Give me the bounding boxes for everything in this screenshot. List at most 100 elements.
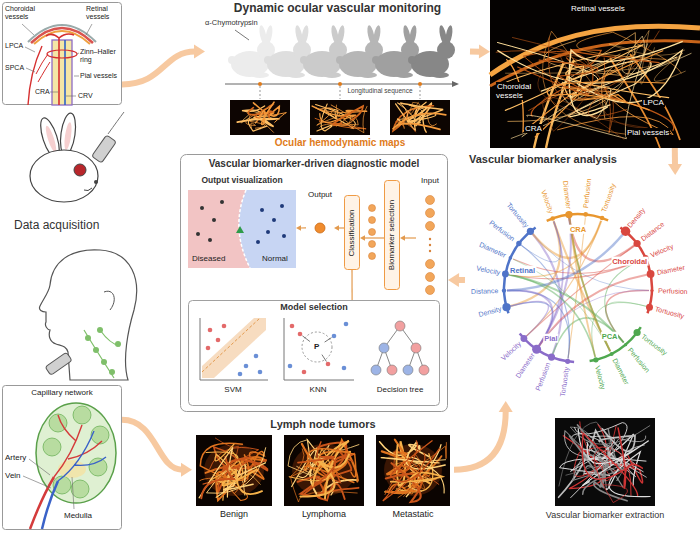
- art-shape: [73, 406, 91, 424]
- art-shape: [3, 3, 122, 105]
- node-label: Diseased: [192, 254, 225, 263]
- node-title: Decision tree: [377, 385, 424, 394]
- art-shape: [43, 438, 61, 456]
- node-label: Lymphoma: [302, 509, 346, 519]
- art-shape: [284, 318, 354, 380]
- art-shape: [411, 343, 421, 353]
- node-title: SVM: [224, 385, 241, 394]
- art-shape: [200, 206, 204, 210]
- metric-label: Tortuosity: [559, 367, 570, 398]
- text-slot: Output visualization: [188, 176, 296, 186]
- art-shape: [258, 82, 262, 86]
- node-title: Dynamic ocular vascular monitoring: [234, 1, 441, 15]
- art-shape: [222, 324, 227, 329]
- text-slot: Data acquisition: [14, 219, 99, 233]
- text-slot: Tortuosity: [600, 183, 617, 214]
- art-shape: [490, 0, 700, 148]
- node-title: Input: [421, 176, 439, 185]
- art-shape: [369, 241, 376, 248]
- art-shape: [284, 435, 364, 506]
- art-shape: [426, 273, 435, 282]
- art-shape: [419, 365, 429, 375]
- art-shape: [429, 238, 431, 240]
- human-head-illustration: [39, 250, 136, 380]
- text-slot: Capillary network: [2, 388, 122, 397]
- art-shape: [418, 82, 422, 86]
- art-shape: [527, 228, 534, 235]
- art-shape: [200, 318, 268, 380]
- node-title: Vascular biomarker extraction: [546, 510, 664, 520]
- art-shape: [397, 103, 414, 121]
- art-shape: [325, 338, 332, 343]
- art-shape: [94, 180, 98, 184]
- text-slot: Pial vessels: [626, 128, 670, 137]
- art-shape: [206, 346, 211, 351]
- arrow-head: [668, 164, 682, 175]
- text-slot: Retinal vessels: [86, 5, 120, 21]
- art-shape: [302, 332, 332, 362]
- input-layer-art: [416, 176, 444, 300]
- art-shape: [44, 125, 58, 153]
- text-slot: PCA: [601, 332, 619, 341]
- metric-label: Tortuosity: [600, 183, 616, 214]
- connector-path: [122, 52, 195, 85]
- art-shape: [332, 334, 337, 339]
- art-shape: [236, 226, 244, 233]
- art-shape: [302, 336, 310, 342]
- art-shape: [395, 72, 413, 78]
- arrow-head: [499, 401, 513, 412]
- art-shape: [108, 112, 124, 134]
- flow-arrow: [454, 401, 513, 470]
- art-shape: [569, 42, 682, 116]
- metric-label: Diameter: [656, 263, 685, 275]
- art-shape: [71, 480, 89, 498]
- node-label: SPCA: [5, 64, 24, 71]
- art-shape: [376, 435, 450, 506]
- art-shape: [300, 56, 308, 64]
- text-slot: Diameter: [611, 357, 631, 386]
- metric-label: Density: [626, 206, 646, 228]
- text-slot: Pial vessels: [80, 72, 120, 80]
- output-node: Output: [306, 190, 334, 238]
- art-shape: [393, 113, 446, 129]
- metric-label: Perfusion: [627, 347, 651, 374]
- node-title: Choroidal vessels: [5, 5, 35, 20]
- art-shape: [569, 218, 595, 357]
- connector-path: [458, 277, 465, 283]
- art-shape: [3, 386, 122, 530]
- art-shape: [521, 335, 528, 342]
- art-shape: [310, 100, 370, 135]
- text-slot: Vascular biomarker analysis: [469, 153, 617, 166]
- art-shape: [565, 359, 570, 364]
- art-shape: [202, 318, 266, 378]
- node-label: Retinal vessels: [86, 5, 109, 20]
- art-shape: [547, 82, 665, 110]
- group-label: Pial: [543, 334, 558, 343]
- art-shape: [220, 200, 224, 204]
- metric-label: Perfusion: [535, 361, 552, 391]
- art-shape: [308, 449, 356, 477]
- text-slot: Lymph node tumors: [192, 418, 454, 431]
- art-shape: [502, 271, 509, 278]
- art-shape: [237, 119, 273, 126]
- art-shape: [23, 459, 74, 509]
- text-slot: Diseased: [192, 254, 225, 263]
- metric-label: Velocity: [540, 189, 555, 214]
- art-shape: [583, 441, 649, 486]
- chord-diagram-art: [465, 175, 691, 401]
- metric-label: Perfusion: [658, 287, 688, 295]
- art-shape: [260, 86, 261, 99]
- art-shape: [593, 357, 598, 362]
- art-shape: [444, 25, 453, 46]
- connector-path: [364, 237, 384, 238]
- text-slot: Pial: [543, 335, 558, 344]
- node-label: CRV: [78, 92, 93, 99]
- art-shape: [58, 112, 78, 156]
- art-shape: [344, 322, 349, 327]
- art-shape: [396, 445, 415, 486]
- art-shape: [92, 135, 117, 163]
- art-shape: [502, 303, 510, 311]
- art-shape: [634, 240, 641, 247]
- art-shape: [266, 230, 270, 234]
- art-shape: [323, 72, 341, 78]
